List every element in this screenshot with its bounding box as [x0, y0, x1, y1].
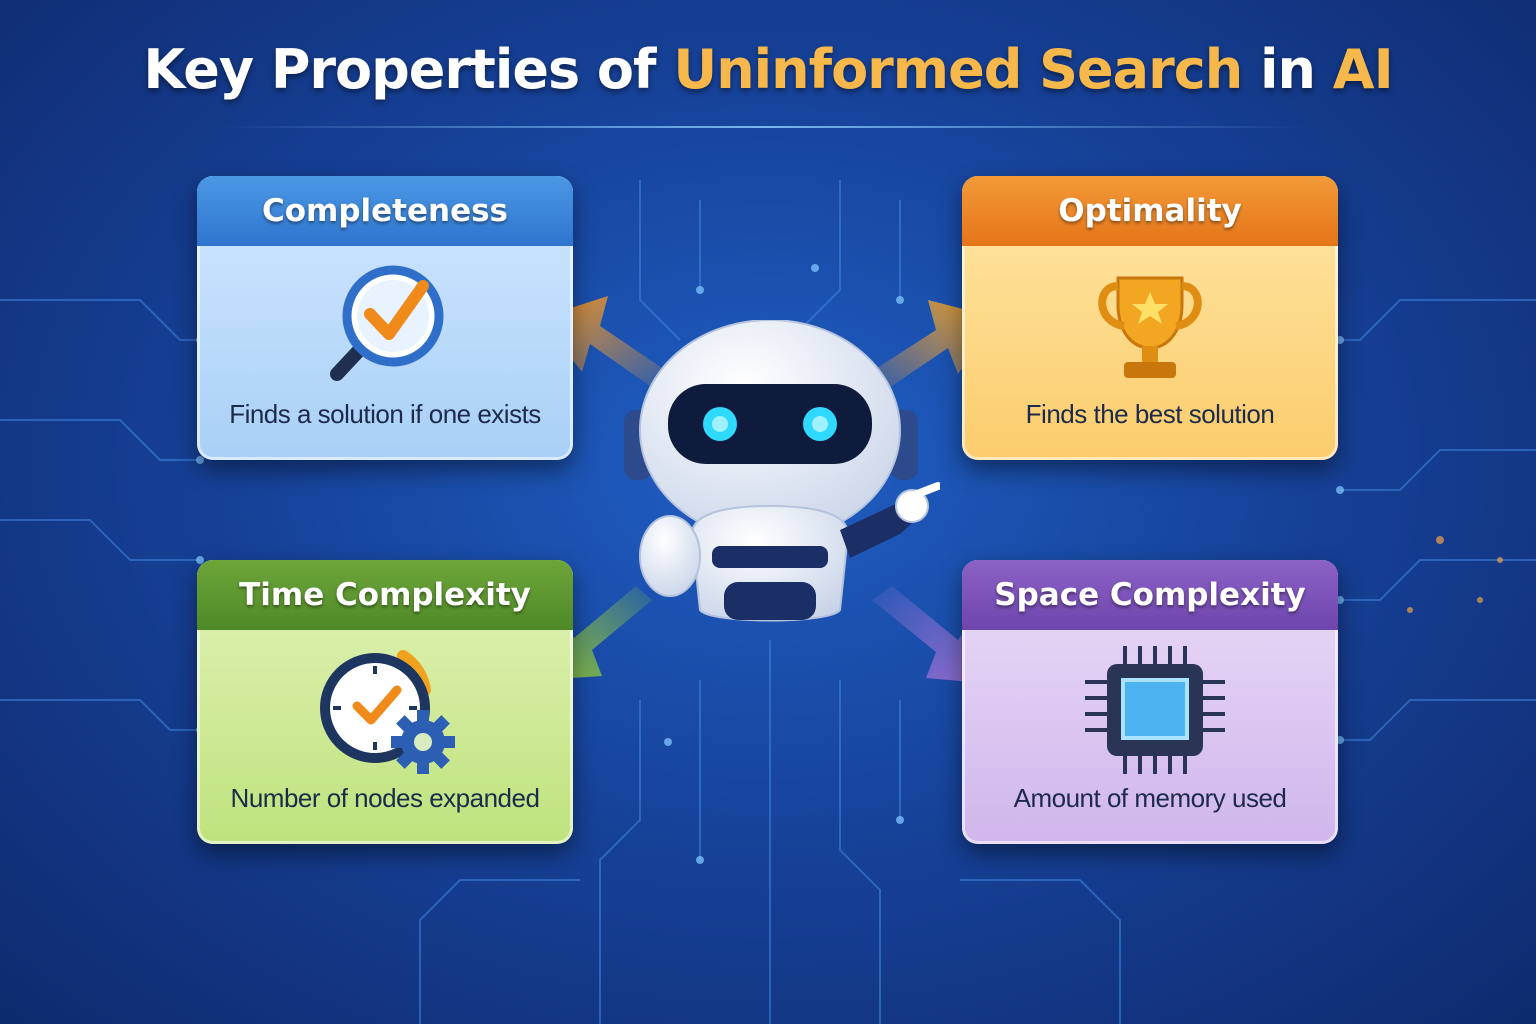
title-highlight: Uninformed Search	[673, 38, 1243, 101]
card-completeness: Completeness Finds a solution if one exi…	[197, 176, 573, 460]
card-space-complexity: Space Complexity Amount of memory used	[962, 560, 1338, 844]
card-time-complexity: Time Complexity	[197, 560, 573, 844]
card-optimality: Optimality Finds the best solution	[962, 176, 1338, 460]
card-heading: Space Complexity	[962, 560, 1338, 630]
title-divider	[220, 126, 1310, 128]
title-middle: in	[1260, 38, 1316, 101]
magnifier-check-icon	[330, 265, 444, 381]
card-description: Finds the best solution	[1025, 399, 1275, 429]
clock-gear-icon	[320, 650, 455, 774]
card-heading: Time Complexity	[197, 560, 573, 630]
title-suffix: AI	[1332, 38, 1394, 101]
card-heading: Completeness	[197, 176, 573, 246]
title-prefix: Key Properties of	[143, 38, 656, 101]
cpu-chip-icon	[1085, 646, 1225, 774]
trophy-icon	[1098, 276, 1202, 378]
card-description: Finds a solution if one exists	[229, 399, 541, 429]
card-description: Number of nodes expanded	[230, 783, 540, 813]
robot-mascot	[624, 320, 940, 622]
card-heading: Optimality	[962, 176, 1338, 246]
page-title: Key Properties of Uninformed Search in A…	[0, 38, 1536, 101]
card-description: Amount of memory used	[1013, 783, 1287, 813]
